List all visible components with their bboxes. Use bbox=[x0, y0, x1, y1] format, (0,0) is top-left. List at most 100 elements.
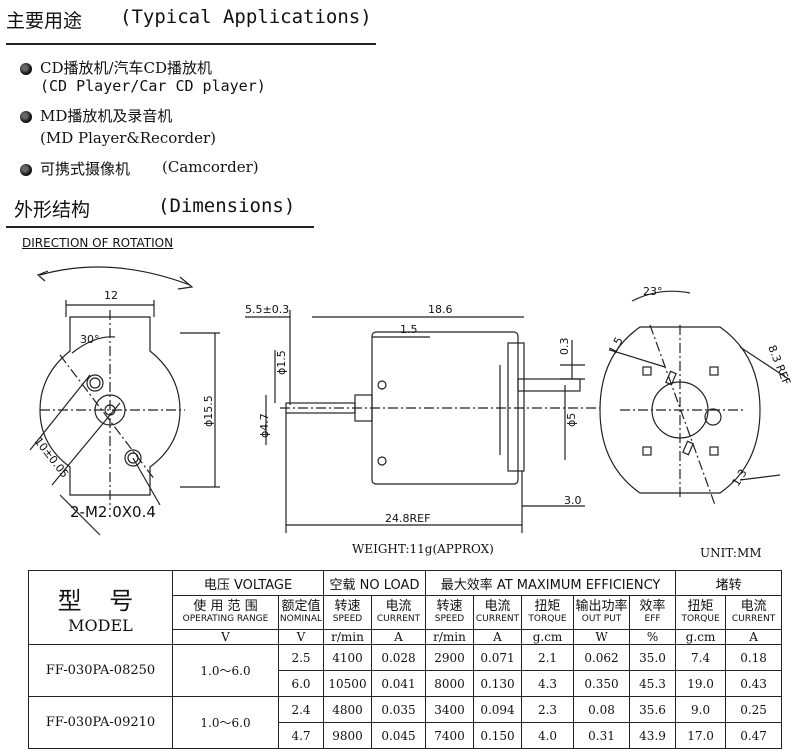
stall-group-header: 堵转 bbox=[675, 570, 783, 596]
model-range: 1.0～6.0 bbox=[172, 696, 279, 749]
table-row: 4.7 9800 0.045 7400 0.150 4.0 0.31 43.9 … bbox=[29, 722, 783, 749]
spec-table: 型 号 MODEL 电压 VOLTAGE 空载 NO LOAD 最大效率 AT … bbox=[28, 570, 783, 749]
motor-drawing: 12 30° ϕ15.5 10±0.05 2-M2.0X0.4 5.5±0.3 … bbox=[29, 266, 793, 536]
model-header-cell: 型 号 MODEL bbox=[28, 570, 173, 645]
table-cell: 4800 bbox=[323, 696, 372, 723]
unit-cell: V bbox=[172, 629, 279, 645]
dim-side-term: 3.0 bbox=[564, 494, 582, 507]
weight-label: WEIGHT:11g(APPROX) bbox=[352, 542, 494, 556]
unit-label: UNIT:MM bbox=[700, 546, 762, 560]
table-cell: 4.0 bbox=[521, 722, 575, 749]
application-item-3-cn: 可携式摄像机 bbox=[40, 160, 131, 178]
table-cell: 2.4 bbox=[278, 696, 324, 723]
table-cell: 0.062 bbox=[573, 644, 631, 671]
dim-left-diameter: ϕ15.5 bbox=[202, 395, 215, 427]
table-row: FF-030PA-09210 1.0～6.0 2.4 4800 0.035 34… bbox=[28, 696, 783, 749]
table-cell: 0.150 bbox=[473, 722, 523, 749]
table-cell: 0.035 bbox=[370, 696, 427, 723]
dim-side-flange: ϕ5 bbox=[565, 413, 578, 427]
table-cell: 9.0 bbox=[675, 696, 727, 723]
table-cell: 2900 bbox=[425, 644, 475, 671]
applications-rule bbox=[6, 43, 376, 45]
dim-side-overall: 24.8REF bbox=[385, 512, 430, 525]
dim-right-angle: 23° bbox=[643, 285, 663, 298]
table-cell: 43.9 bbox=[629, 722, 677, 749]
unit-cell: A bbox=[725, 629, 783, 645]
table-cell: 0.18 bbox=[725, 644, 783, 671]
table-cell: 0.31 bbox=[573, 722, 631, 749]
model-header-en: MODEL bbox=[68, 615, 133, 635]
table-cell: 0.041 bbox=[370, 670, 427, 697]
applications-heading-cn: 主要用途 bbox=[6, 10, 83, 32]
unit-cell: r/min bbox=[425, 629, 475, 645]
rotation-arrow bbox=[39, 266, 191, 286]
table-cell: 0.071 bbox=[473, 644, 523, 671]
left-view-outline bbox=[39, 316, 181, 496]
table-cell: 6.0 bbox=[278, 670, 324, 697]
table-cell: 0.47 bbox=[725, 722, 783, 749]
unit-cell: A bbox=[370, 629, 427, 645]
unit-cell: g.cm bbox=[521, 629, 575, 645]
dim-side-offset: 5.5±0.3 bbox=[245, 303, 289, 316]
table-cell: 0.25 bbox=[725, 696, 783, 723]
table-cell: 0.08 bbox=[573, 696, 631, 723]
table-cell: 35.0 bbox=[629, 644, 677, 671]
table-cell: 9800 bbox=[323, 722, 372, 749]
unit-cell: g.cm bbox=[675, 629, 727, 645]
table-cell: 4100 bbox=[323, 644, 372, 671]
table-cell: 4.7 bbox=[278, 722, 324, 749]
table-cell: 0.028 bbox=[370, 644, 427, 671]
bullet-icon bbox=[20, 63, 32, 75]
table-row: FF-030PA-08250 1.0～6.0 2.5 4100 0.028 29… bbox=[28, 644, 783, 697]
maxeff-group-header: 最大效率 AT MAXIMUM EFFICIENCY bbox=[425, 570, 677, 596]
table-cell: 2.5 bbox=[278, 644, 324, 671]
application-item-1-cn: CD播放机/汽车CD播放机 bbox=[40, 59, 213, 77]
bullet-icon bbox=[20, 111, 32, 123]
table-cell: 2.3 bbox=[521, 696, 575, 723]
table-cell: 7400 bbox=[425, 722, 475, 749]
applications-heading-en: (Typical Applications) bbox=[120, 6, 372, 28]
table-cell: 0.350 bbox=[573, 670, 631, 697]
model-header-cn: 型 号 bbox=[57, 586, 144, 615]
table-cell: 0.43 bbox=[725, 670, 783, 697]
dim-left-width: 12 bbox=[104, 289, 118, 302]
dimensions-heading-cn: 外形结构 bbox=[14, 199, 91, 221]
table-cell: 0.045 bbox=[370, 722, 427, 749]
table-cell: 45.3 bbox=[629, 670, 677, 697]
noload-group-header: 空载 NO LOAD bbox=[322, 570, 427, 596]
dim-right-b: 1.3 bbox=[730, 467, 750, 489]
unit-cell: V bbox=[278, 629, 324, 645]
dim-side-shaft: ϕ1.5 bbox=[275, 350, 288, 375]
dim-left-screws: 2-M2.0X0.4 bbox=[70, 503, 156, 521]
dimensions-heading-en: (Dimensions) bbox=[158, 195, 296, 217]
application-item-2-en: (MD Player&Recorder) bbox=[40, 129, 216, 147]
table-cell: 35.6 bbox=[629, 696, 677, 723]
dimensions-rule bbox=[6, 226, 314, 228]
table-cell: 10500 bbox=[323, 670, 372, 697]
table-cell: 17.0 bbox=[675, 722, 727, 749]
bullet-icon bbox=[20, 164, 32, 176]
dim-side-step: 1.5 bbox=[400, 323, 418, 336]
table-cell: 19.0 bbox=[675, 670, 727, 697]
table-cell: 7.4 bbox=[675, 644, 727, 671]
application-item-3-en: (Camcorder) bbox=[162, 158, 259, 176]
dim-right-dist: 8.3 REF bbox=[765, 343, 793, 387]
table-cell: 0.094 bbox=[473, 696, 523, 723]
unit-cell: r/min bbox=[323, 629, 372, 645]
dim-left-angle: 30° bbox=[80, 333, 100, 346]
rotation-label: DIRECTION OF ROTATION bbox=[22, 236, 174, 250]
table-cell: 8000 bbox=[425, 670, 475, 697]
unit-cell: % bbox=[629, 629, 677, 645]
application-item-2-cn: MD播放机及录音机 bbox=[40, 107, 173, 125]
dim-side-boss: ϕ4.7 bbox=[258, 413, 271, 438]
dim-side-thick: 0.3 bbox=[558, 338, 571, 356]
model-range: 1.0～6.0 bbox=[172, 644, 279, 697]
